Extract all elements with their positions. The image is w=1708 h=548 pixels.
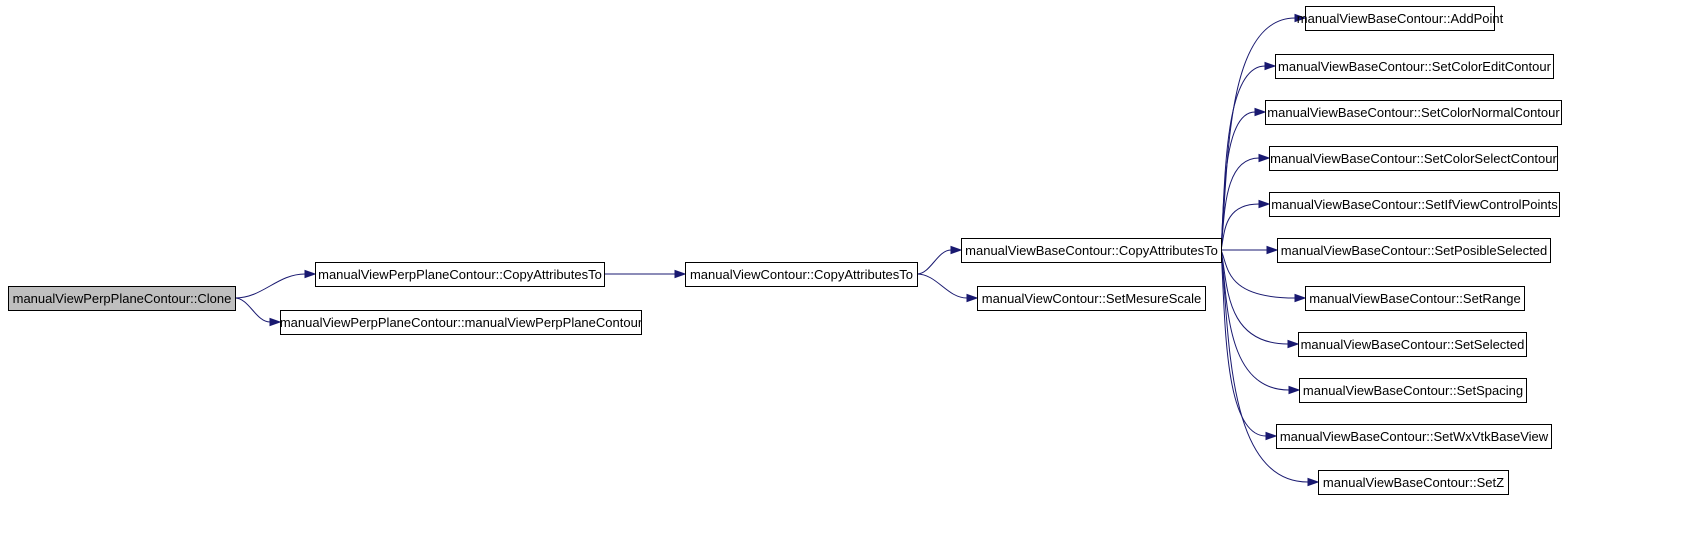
node-box[interactable] (1305, 286, 1525, 311)
node-box[interactable] (977, 286, 1206, 311)
node-label: manualViewBaseContour::SetColorNormalCon… (1267, 105, 1560, 120)
arrowhead-1-to-3 (674, 269, 687, 279)
edge-4-to-8 (1220, 111, 1256, 251)
node-label: manualViewBaseContour::SetPosibleSelecte… (1281, 243, 1547, 258)
edge-4-to-12 (1220, 249, 1296, 299)
node-label: manualViewPerpPlaneContour::manualViewPe… (280, 315, 643, 330)
node-manual-view-base-contour-set-posible-selected[interactable]: manualViewBaseContour::SetPosibleSelecte… (1277, 238, 1551, 263)
edge-4-to-13 (1220, 249, 1289, 345)
node-label: manualViewBaseContour::SetColorSelectCon… (1270, 151, 1557, 166)
node-manual-view-contour-set-mesure-scale[interactable]: manualViewContour::SetMesureScale (977, 286, 1206, 311)
edges-layer (234, 13, 1320, 487)
edge-4-to-14 (1220, 249, 1290, 391)
node-manual-view-base-contour-set-color-select-contour[interactable]: manualViewBaseContour::SetColorSelectCon… (1269, 146, 1558, 171)
edge-4-to-15 (1220, 249, 1267, 437)
node-manual-view-base-contour-set-color-edit-contour[interactable]: manualViewBaseContour::SetColorEditConto… (1275, 54, 1554, 79)
node-manual-view-perp-plane-contour-manual-view-perp-plane-contour[interactable]: manualViewPerpPlaneContour::manualViewPe… (280, 310, 643, 335)
node-label: manualViewBaseContour::SetZ (1323, 475, 1504, 490)
node-box[interactable] (1298, 332, 1527, 357)
arrowhead-4-to-10 (1258, 199, 1271, 209)
arrowhead-4-to-6 (1294, 13, 1307, 23)
node-box[interactable] (1277, 238, 1551, 263)
node-label: manualViewContour::SetMesureScale (982, 291, 1201, 306)
node-box[interactable] (1318, 470, 1509, 495)
arrowhead-4-to-9 (1258, 153, 1271, 163)
node-label: manualViewPerpPlaneContour::CopyAttribut… (318, 267, 602, 282)
node-box[interactable] (961, 238, 1222, 263)
node-manual-view-base-contour-set-wx-vtk-base-view[interactable]: manualViewBaseContour::SetWxVtkBaseView (1276, 424, 1552, 449)
node-manual-view-base-contour-set-z[interactable]: manualViewBaseContour::SetZ (1318, 470, 1509, 495)
node-box[interactable] (1276, 424, 1552, 449)
node-box[interactable] (1269, 146, 1558, 171)
node-box[interactable] (1265, 100, 1562, 125)
node-manual-view-base-contour-copy-attributes-to[interactable]: manualViewBaseContour::CopyAttributesTo (961, 238, 1222, 263)
arrowhead-4-to-14 (1288, 385, 1301, 395)
node-label: manualViewBaseContour::SetColorEditConto… (1278, 59, 1552, 74)
arrowhead-0-to-2 (269, 317, 282, 327)
node-box[interactable] (280, 310, 642, 335)
node-manual-view-base-contour-set-range[interactable]: manualViewBaseContour::SetRange (1305, 286, 1525, 311)
edge-3-to-4 (916, 249, 952, 275)
edge-0-to-1 (234, 273, 306, 299)
node-box[interactable] (315, 262, 605, 287)
node-label: manualViewBaseContour::CopyAttributesTo (965, 243, 1218, 258)
node-box[interactable] (1299, 378, 1527, 403)
arrowhead-4-to-8 (1254, 107, 1267, 117)
arrowhead-4-to-16 (1307, 477, 1320, 487)
node-manual-view-perp-plane-contour-copy-attributes-to[interactable]: manualViewPerpPlaneContour::CopyAttribut… (315, 262, 605, 287)
arrowhead-4-to-13 (1287, 339, 1300, 349)
node-box[interactable] (1269, 192, 1560, 217)
edge-4-to-9 (1220, 157, 1260, 251)
edge-4-to-10 (1220, 203, 1260, 251)
edge-3-to-5 (916, 273, 968, 299)
node-box[interactable] (1275, 54, 1554, 79)
node-manual-view-base-contour-set-selected[interactable]: manualViewBaseContour::SetSelected (1298, 332, 1527, 357)
node-label: manualViewPerpPlaneContour::Clone (13, 291, 232, 306)
node-manual-view-base-contour-add-point[interactable]: manualViewBaseContour::AddPoint (1297, 6, 1504, 31)
node-manual-view-base-contour-set-spacing[interactable]: manualViewBaseContour::SetSpacing (1299, 378, 1527, 403)
node-label: manualViewContour::CopyAttributesTo (690, 267, 913, 282)
arrowhead-3-to-4 (950, 245, 963, 255)
node-label: manualViewBaseContour::SetWxVtkBaseView (1280, 429, 1549, 444)
node-manual-view-base-contour-set-if-view-control-points[interactable]: manualViewBaseContour::SetIfViewControlP… (1269, 192, 1560, 217)
edge-4-to-16 (1220, 249, 1309, 483)
nodes-layer: manualViewPerpPlaneContour::ClonemanualV… (8, 6, 1562, 495)
arrowhead-4-to-15 (1265, 431, 1278, 441)
node-box[interactable] (1305, 6, 1495, 31)
arrowhead-4-to-12 (1294, 293, 1307, 303)
arrowhead-0-to-1 (304, 269, 317, 279)
node-manual-view-perp-plane-contour-clone: manualViewPerpPlaneContour::Clone (8, 286, 236, 311)
arrowhead-4-to-11 (1266, 245, 1279, 255)
node-manual-view-contour-copy-attributes-to[interactable]: manualViewContour::CopyAttributesTo (685, 262, 918, 287)
node-manual-view-base-contour-set-color-normal-contour[interactable]: manualViewBaseContour::SetColorNormalCon… (1265, 100, 1562, 125)
node-label: manualViewBaseContour::AddPoint (1297, 11, 1504, 26)
node-label: manualViewBaseContour::SetSpacing (1303, 383, 1523, 398)
edge-0-to-2 (234, 297, 271, 323)
node-label: manualViewBaseContour::SetSelected (1301, 337, 1525, 352)
arrowhead-4-to-7 (1264, 61, 1277, 71)
node-box (8, 286, 236, 311)
node-box[interactable] (685, 262, 918, 287)
node-label: manualViewBaseContour::SetIfViewControlP… (1271, 197, 1558, 212)
node-label: manualViewBaseContour::SetRange (1309, 291, 1521, 306)
arrowhead-3-to-5 (966, 293, 979, 303)
